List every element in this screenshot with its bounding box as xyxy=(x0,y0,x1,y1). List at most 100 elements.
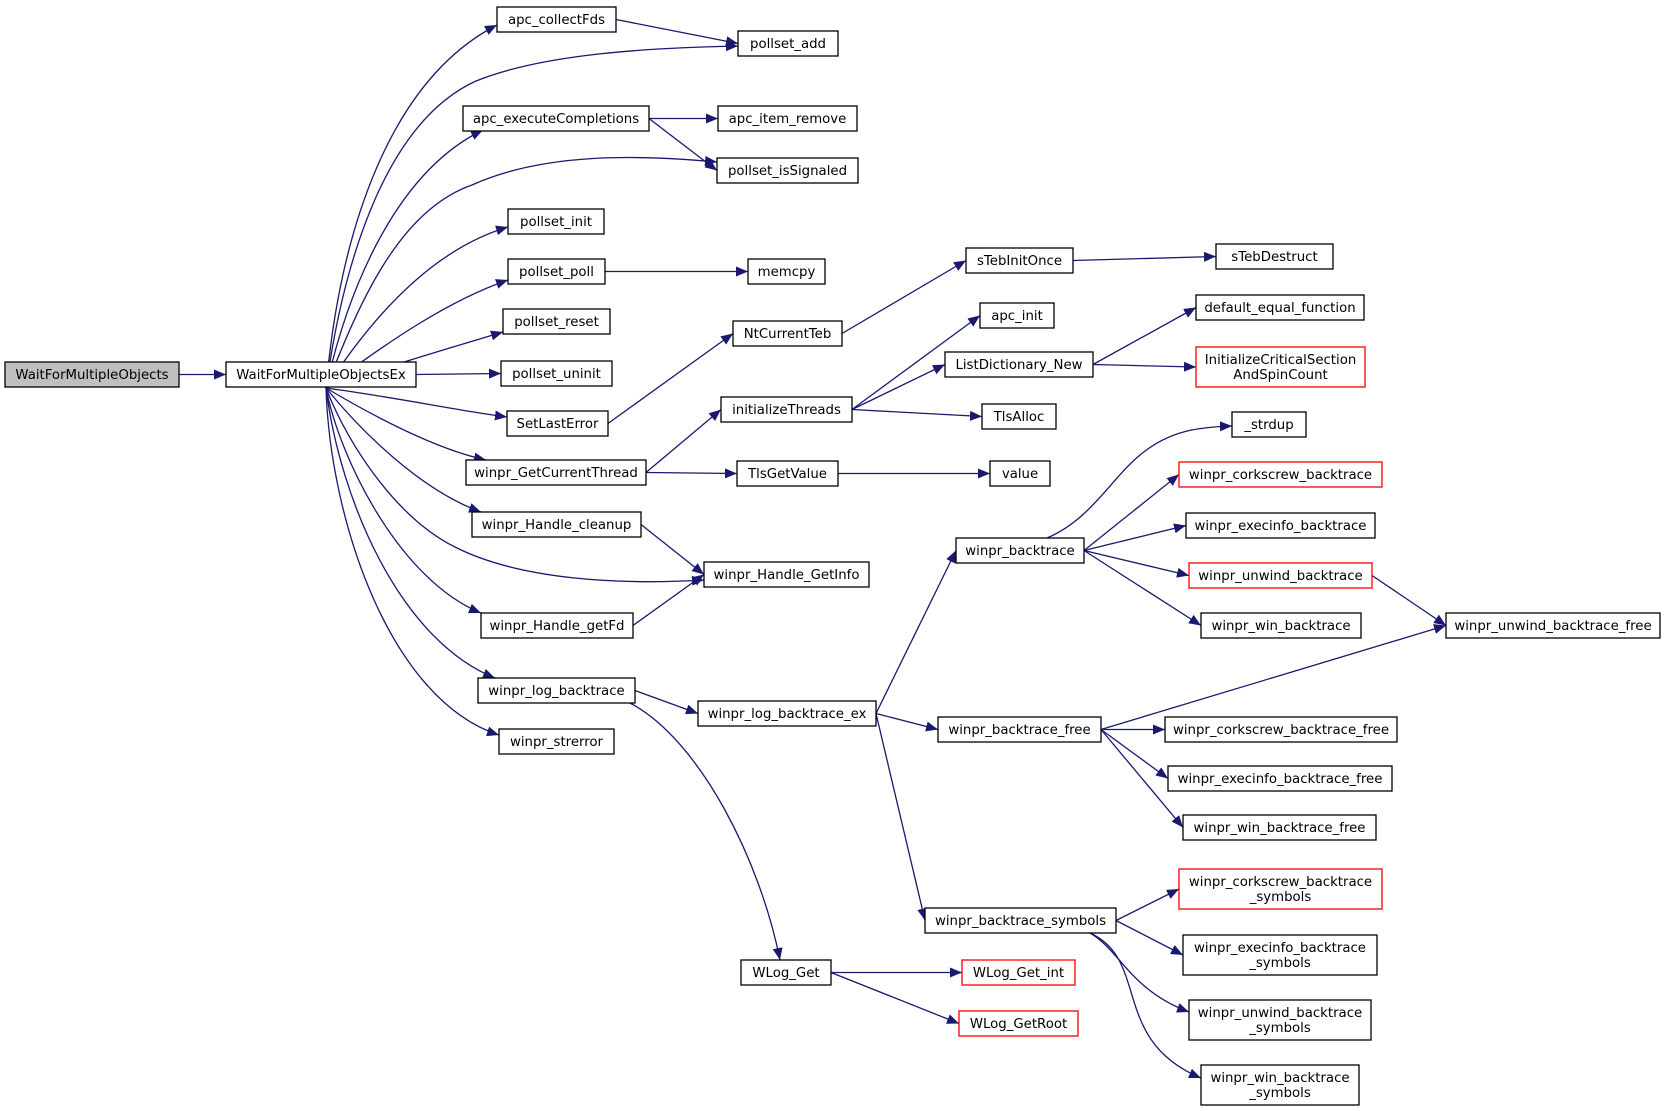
node-apc-init[interactable]: apc_init xyxy=(979,302,1055,329)
node-box[interactable] xyxy=(506,410,609,437)
node-default-equal-function[interactable]: default_equal_function xyxy=(1195,294,1365,321)
node-box[interactable] xyxy=(4,361,180,388)
node-winpr-win-backtrace-free[interactable]: winpr_win_backtrace_free xyxy=(1182,814,1377,841)
node-winpr-unwind-backtrace-free[interactable]: winpr_unwind_backtrace_free xyxy=(1445,612,1661,639)
node-wlog-get-int[interactable]: WLog_Get_int xyxy=(961,959,1076,986)
node-winpr-backtrace-free[interactable]: winpr_backtrace_free xyxy=(937,716,1102,743)
node-winpr-corkscrew-backtrace-free[interactable]: winpr_corkscrew_backtrace_free xyxy=(1164,716,1398,743)
node-box[interactable] xyxy=(1182,934,1378,976)
node-tls-get-value[interactable]: TlsGetValue xyxy=(736,460,839,487)
node-box[interactable] xyxy=(981,403,1057,430)
node-box[interactable] xyxy=(732,320,843,347)
node-box[interactable] xyxy=(1188,562,1373,589)
node-box[interactable] xyxy=(989,460,1051,487)
node-winpr-backtrace-symbols[interactable]: winpr_backtrace_symbols xyxy=(924,907,1117,934)
node-box[interactable] xyxy=(924,907,1117,934)
node-winpr-handle-cleanup[interactable]: winpr_Handle_cleanup xyxy=(471,511,642,538)
node-box[interactable] xyxy=(507,258,606,285)
node-box[interactable] xyxy=(462,105,650,132)
node-winpr-log-backtrace-ex[interactable]: winpr_log_backtrace_ex xyxy=(697,700,877,727)
node-pollset-uninit[interactable]: pollset_uninit xyxy=(500,360,613,387)
node-box[interactable] xyxy=(480,612,634,639)
node-winpr-get-current-thread[interactable]: winpr_GetCurrentThread xyxy=(465,459,647,486)
node-set-last-error[interactable]: SetLastError xyxy=(506,410,609,437)
node-winpr-unwind-backtrace-symbols[interactable]: winpr_unwind_backtrace_symbols xyxy=(1188,999,1372,1041)
node-box[interactable] xyxy=(1445,612,1661,639)
node-value[interactable]: value xyxy=(989,460,1051,487)
node-box[interactable] xyxy=(225,361,417,388)
node-winpr-win-backtrace-symbols[interactable]: winpr_win_backtrace_symbols xyxy=(1200,1064,1360,1106)
node-box[interactable] xyxy=(1167,765,1393,792)
node-box[interactable] xyxy=(1182,814,1377,841)
node-list-dictionary-new[interactable]: ListDictionary_New xyxy=(944,351,1094,378)
node-tls-alloc[interactable]: TlsAlloc xyxy=(981,403,1057,430)
node-box[interactable] xyxy=(502,308,611,335)
node-box[interactable] xyxy=(716,157,859,184)
node-box[interactable] xyxy=(1178,461,1383,488)
node-winpr-strerror[interactable]: winpr_strerror xyxy=(498,728,615,755)
node-pollset-add[interactable]: pollset_add xyxy=(737,30,839,57)
node-box[interactable] xyxy=(498,728,615,755)
node-box[interactable] xyxy=(944,351,1094,378)
node-strdup[interactable]: _strdup xyxy=(1231,411,1307,438)
node-winpr-execinfo-backtrace-symbols[interactable]: winpr_execinfo_backtrace_symbols xyxy=(1182,934,1378,976)
node-box[interactable] xyxy=(1178,868,1383,910)
node-winpr-win-backtrace[interactable]: winpr_win_backtrace xyxy=(1200,612,1362,639)
node-winpr-unwind-backtrace[interactable]: winpr_unwind_backtrace xyxy=(1188,562,1373,589)
node-box[interactable] xyxy=(1200,612,1362,639)
node-box[interactable] xyxy=(1164,716,1398,743)
node-winpr-execinfo-backtrace-free[interactable]: winpr_execinfo_backtrace_free xyxy=(1167,765,1393,792)
node-box[interactable] xyxy=(736,460,839,487)
node-box[interactable] xyxy=(1231,411,1307,438)
node-box[interactable] xyxy=(979,302,1055,329)
node-pollset-is-signaled[interactable]: pollset_isSignaled xyxy=(716,157,859,184)
node-winpr-execinfo-backtrace[interactable]: winpr_execinfo_backtrace xyxy=(1185,512,1376,539)
node-box[interactable] xyxy=(500,360,613,387)
node-box[interactable] xyxy=(720,396,853,423)
node-apc-item-remove[interactable]: apc_item_remove xyxy=(717,105,858,132)
node-box[interactable] xyxy=(471,511,642,538)
node-box[interactable] xyxy=(1195,294,1365,321)
node-winpr-handle-get-fd[interactable]: winpr_Handle_getFd xyxy=(480,612,634,639)
node-pollset-poll[interactable]: pollset_poll xyxy=(507,258,606,285)
node-wlog-get[interactable]: WLog_Get xyxy=(740,959,832,986)
node-pollset-init[interactable]: pollset_init xyxy=(507,208,605,235)
node-box[interactable] xyxy=(703,561,870,588)
node-winpr-backtrace[interactable]: winpr_backtrace xyxy=(955,537,1085,564)
node-apc-collect-fds[interactable]: apc_collectFds xyxy=(496,6,617,33)
node-box[interactable] xyxy=(965,247,1074,274)
node-box[interactable] xyxy=(1188,999,1372,1041)
node-box[interactable] xyxy=(737,30,839,57)
node-nt-current-teb[interactable]: NtCurrentTeb xyxy=(732,320,843,347)
node-box[interactable] xyxy=(507,208,605,235)
node-box[interactable] xyxy=(1200,1064,1360,1106)
node-box[interactable] xyxy=(740,959,832,986)
node-box[interactable] xyxy=(961,959,1076,986)
node-box[interactable] xyxy=(717,105,858,132)
node-winpr-log-backtrace[interactable]: winpr_log_backtrace xyxy=(477,677,636,704)
node-pollset-reset[interactable]: pollset_reset xyxy=(502,308,611,335)
node-box[interactable] xyxy=(747,258,826,285)
node-wait-for-multiple-objects[interactable]: WaitForMultipleObjects xyxy=(4,361,180,388)
node-apc-execute-completions[interactable]: apc_executeCompletions xyxy=(462,105,650,132)
node-box[interactable] xyxy=(1215,243,1334,270)
node-winpr-corkscrew-backtrace-symbols[interactable]: winpr_corkscrew_backtrace_symbols xyxy=(1178,868,1383,910)
node-box[interactable] xyxy=(937,716,1102,743)
node-box[interactable] xyxy=(958,1010,1079,1037)
node-wait-for-multiple-objects-ex[interactable]: WaitForMultipleObjectsEx xyxy=(225,361,417,388)
node-s-teb-init-once[interactable]: sTebInitOnce xyxy=(965,247,1074,274)
node-box[interactable] xyxy=(1195,346,1366,388)
node-winpr-corkscrew-backtrace[interactable]: winpr_corkscrew_backtrace xyxy=(1178,461,1383,488)
node-box[interactable] xyxy=(1185,512,1376,539)
node-wlog-get-root[interactable]: WLog_GetRoot xyxy=(958,1010,1079,1037)
node-box[interactable] xyxy=(465,459,647,486)
node-initialize-threads[interactable]: initializeThreads xyxy=(720,396,853,423)
node-box[interactable] xyxy=(955,537,1085,564)
node-s-teb-destruct[interactable]: sTebDestruct xyxy=(1215,243,1334,270)
node-memcpy[interactable]: memcpy xyxy=(747,258,826,285)
node-box[interactable] xyxy=(496,6,617,33)
node-box[interactable] xyxy=(477,677,636,704)
node-winpr-handle-get-info[interactable]: winpr_Handle_GetInfo xyxy=(703,561,870,588)
node-box[interactable] xyxy=(697,700,877,727)
